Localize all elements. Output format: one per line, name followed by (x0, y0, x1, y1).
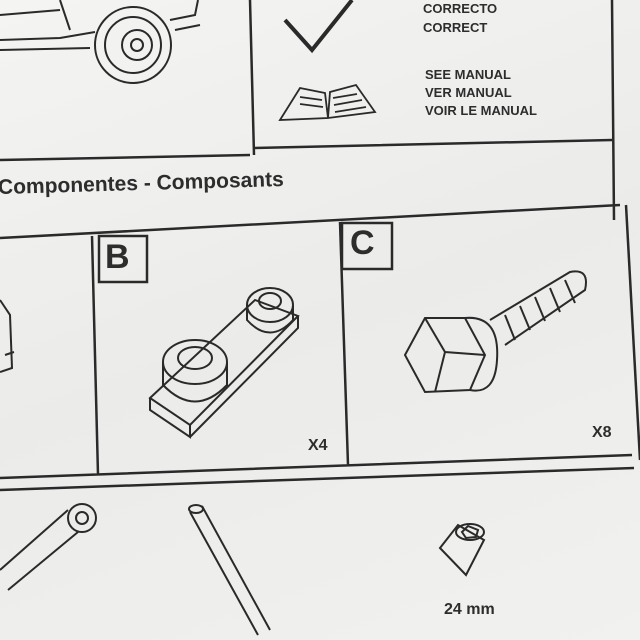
component-quantity-b: X4 (308, 437, 328, 454)
component-letter-b: B (105, 238, 130, 276)
manual-label-fr: VOIR LE MANUAL (425, 103, 537, 118)
correct-label-es: CORRECTO (423, 1, 498, 16)
check-mark-icon (283, 0, 354, 54)
correct-label-en: CORRECT (423, 20, 488, 35)
socket-tool (438, 523, 486, 577)
part-c-bolt (403, 270, 587, 394)
wrench-tool (0, 503, 97, 591)
manual-label-es: VER MANUAL (425, 85, 512, 100)
part-b-nut-plate (148, 287, 300, 439)
component-quantity-c: X8 (592, 424, 612, 441)
socket-size-label: 24 mm (444, 601, 495, 618)
component-letter-c: C (350, 224, 375, 262)
truck-illustration (0, 0, 201, 84)
part-a-fragment (0, 299, 15, 373)
label-box-c (340, 221, 394, 271)
manual-label-en: SEE MANUAL (425, 67, 511, 82)
panel-borders (0, 0, 640, 492)
manual-book-icon (278, 83, 377, 121)
label-box-b (97, 234, 149, 284)
extension-bar-tool (188, 504, 271, 636)
